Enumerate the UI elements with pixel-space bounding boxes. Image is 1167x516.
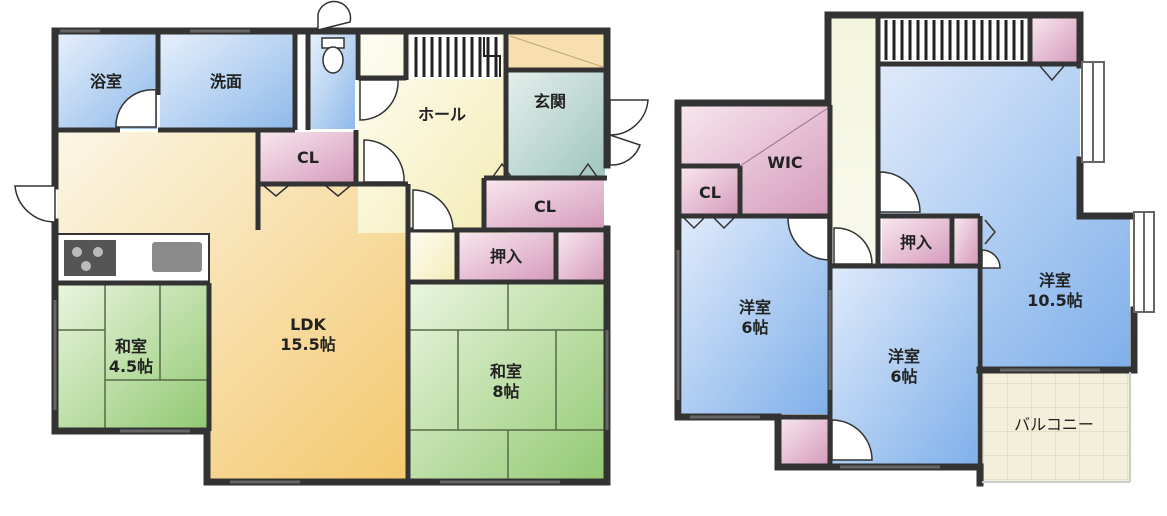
balcony xyxy=(982,370,1130,482)
balcony-label: バルコニー xyxy=(1014,415,1094,434)
washitsu-small-label: 和室 xyxy=(115,337,147,356)
washitsu-large-size: 8帖 xyxy=(492,382,519,401)
oshiire-2f xyxy=(882,218,950,264)
room-a-label: 洋室 xyxy=(739,298,771,317)
stairs-2f xyxy=(880,18,1030,62)
ldk-label: LDK xyxy=(290,315,326,334)
bath-label: 浴室 xyxy=(90,72,122,91)
washroom-label: 洗面 xyxy=(210,72,242,91)
floor1 xyxy=(14,0,649,486)
room-b-label: 洋室 xyxy=(888,347,920,366)
room-c-label: 洋室 xyxy=(1039,271,1071,290)
door-entrance-b xyxy=(609,133,641,166)
washitsu-small xyxy=(57,285,207,428)
room-a-size: 6帖 xyxy=(741,318,768,337)
washitsu-small-size: 4.5帖 xyxy=(109,357,153,376)
closet-2f-label: CL xyxy=(699,183,721,202)
oshiire-1f-label: 押入 xyxy=(490,247,522,266)
closet-2f xyxy=(680,168,738,214)
closet-right-label: CL xyxy=(534,197,556,216)
toilet-icon xyxy=(321,37,345,74)
door-toilet xyxy=(359,79,399,121)
door-entrance-a xyxy=(609,99,649,136)
closet-top-label: CL xyxy=(297,148,319,167)
corridor-2f xyxy=(830,18,878,263)
washroom xyxy=(160,33,293,129)
oshiire-1f xyxy=(459,233,555,280)
floor2 xyxy=(674,11,1155,487)
washitsu-large-label: 和室 xyxy=(490,362,522,381)
stairs-1f xyxy=(410,35,502,79)
entrance-label: 玄関 xyxy=(534,92,566,111)
washitsu-large xyxy=(410,283,605,479)
toilet-window xyxy=(317,0,352,31)
room-c-size: 10.5帖 xyxy=(1027,291,1082,310)
storage-2f-bottom xyxy=(780,418,828,464)
door-storage xyxy=(831,419,873,461)
storage-2f-top xyxy=(1032,18,1077,62)
door-room-a xyxy=(787,217,829,261)
closet-1f-right xyxy=(486,180,604,228)
door-oshiire xyxy=(981,249,1001,269)
ldk-room xyxy=(57,132,408,480)
bay-windows xyxy=(1081,61,1155,313)
wic-label: WIC xyxy=(767,153,802,172)
door-bath xyxy=(115,89,157,128)
oshiire-2f-label: 押入 xyxy=(900,233,932,252)
storage-2f-small xyxy=(955,218,977,264)
western-room-c xyxy=(880,66,1130,368)
storage-1f-small xyxy=(558,233,604,280)
hall-label: ホール xyxy=(418,105,466,124)
hall-corridor xyxy=(410,230,458,282)
room-b-size: 6帖 xyxy=(890,367,917,386)
wic-room xyxy=(680,106,828,214)
door-kitchen-outside xyxy=(14,185,56,223)
kitchen-counter xyxy=(56,233,210,283)
door-hall xyxy=(363,139,405,183)
entrance-room xyxy=(508,70,605,178)
door-room-c xyxy=(879,171,921,213)
closet-1f-top xyxy=(260,132,355,182)
ldk-size: 15.5帖 xyxy=(280,335,335,354)
door-washitsu xyxy=(412,189,454,231)
door-room-b xyxy=(833,227,873,265)
